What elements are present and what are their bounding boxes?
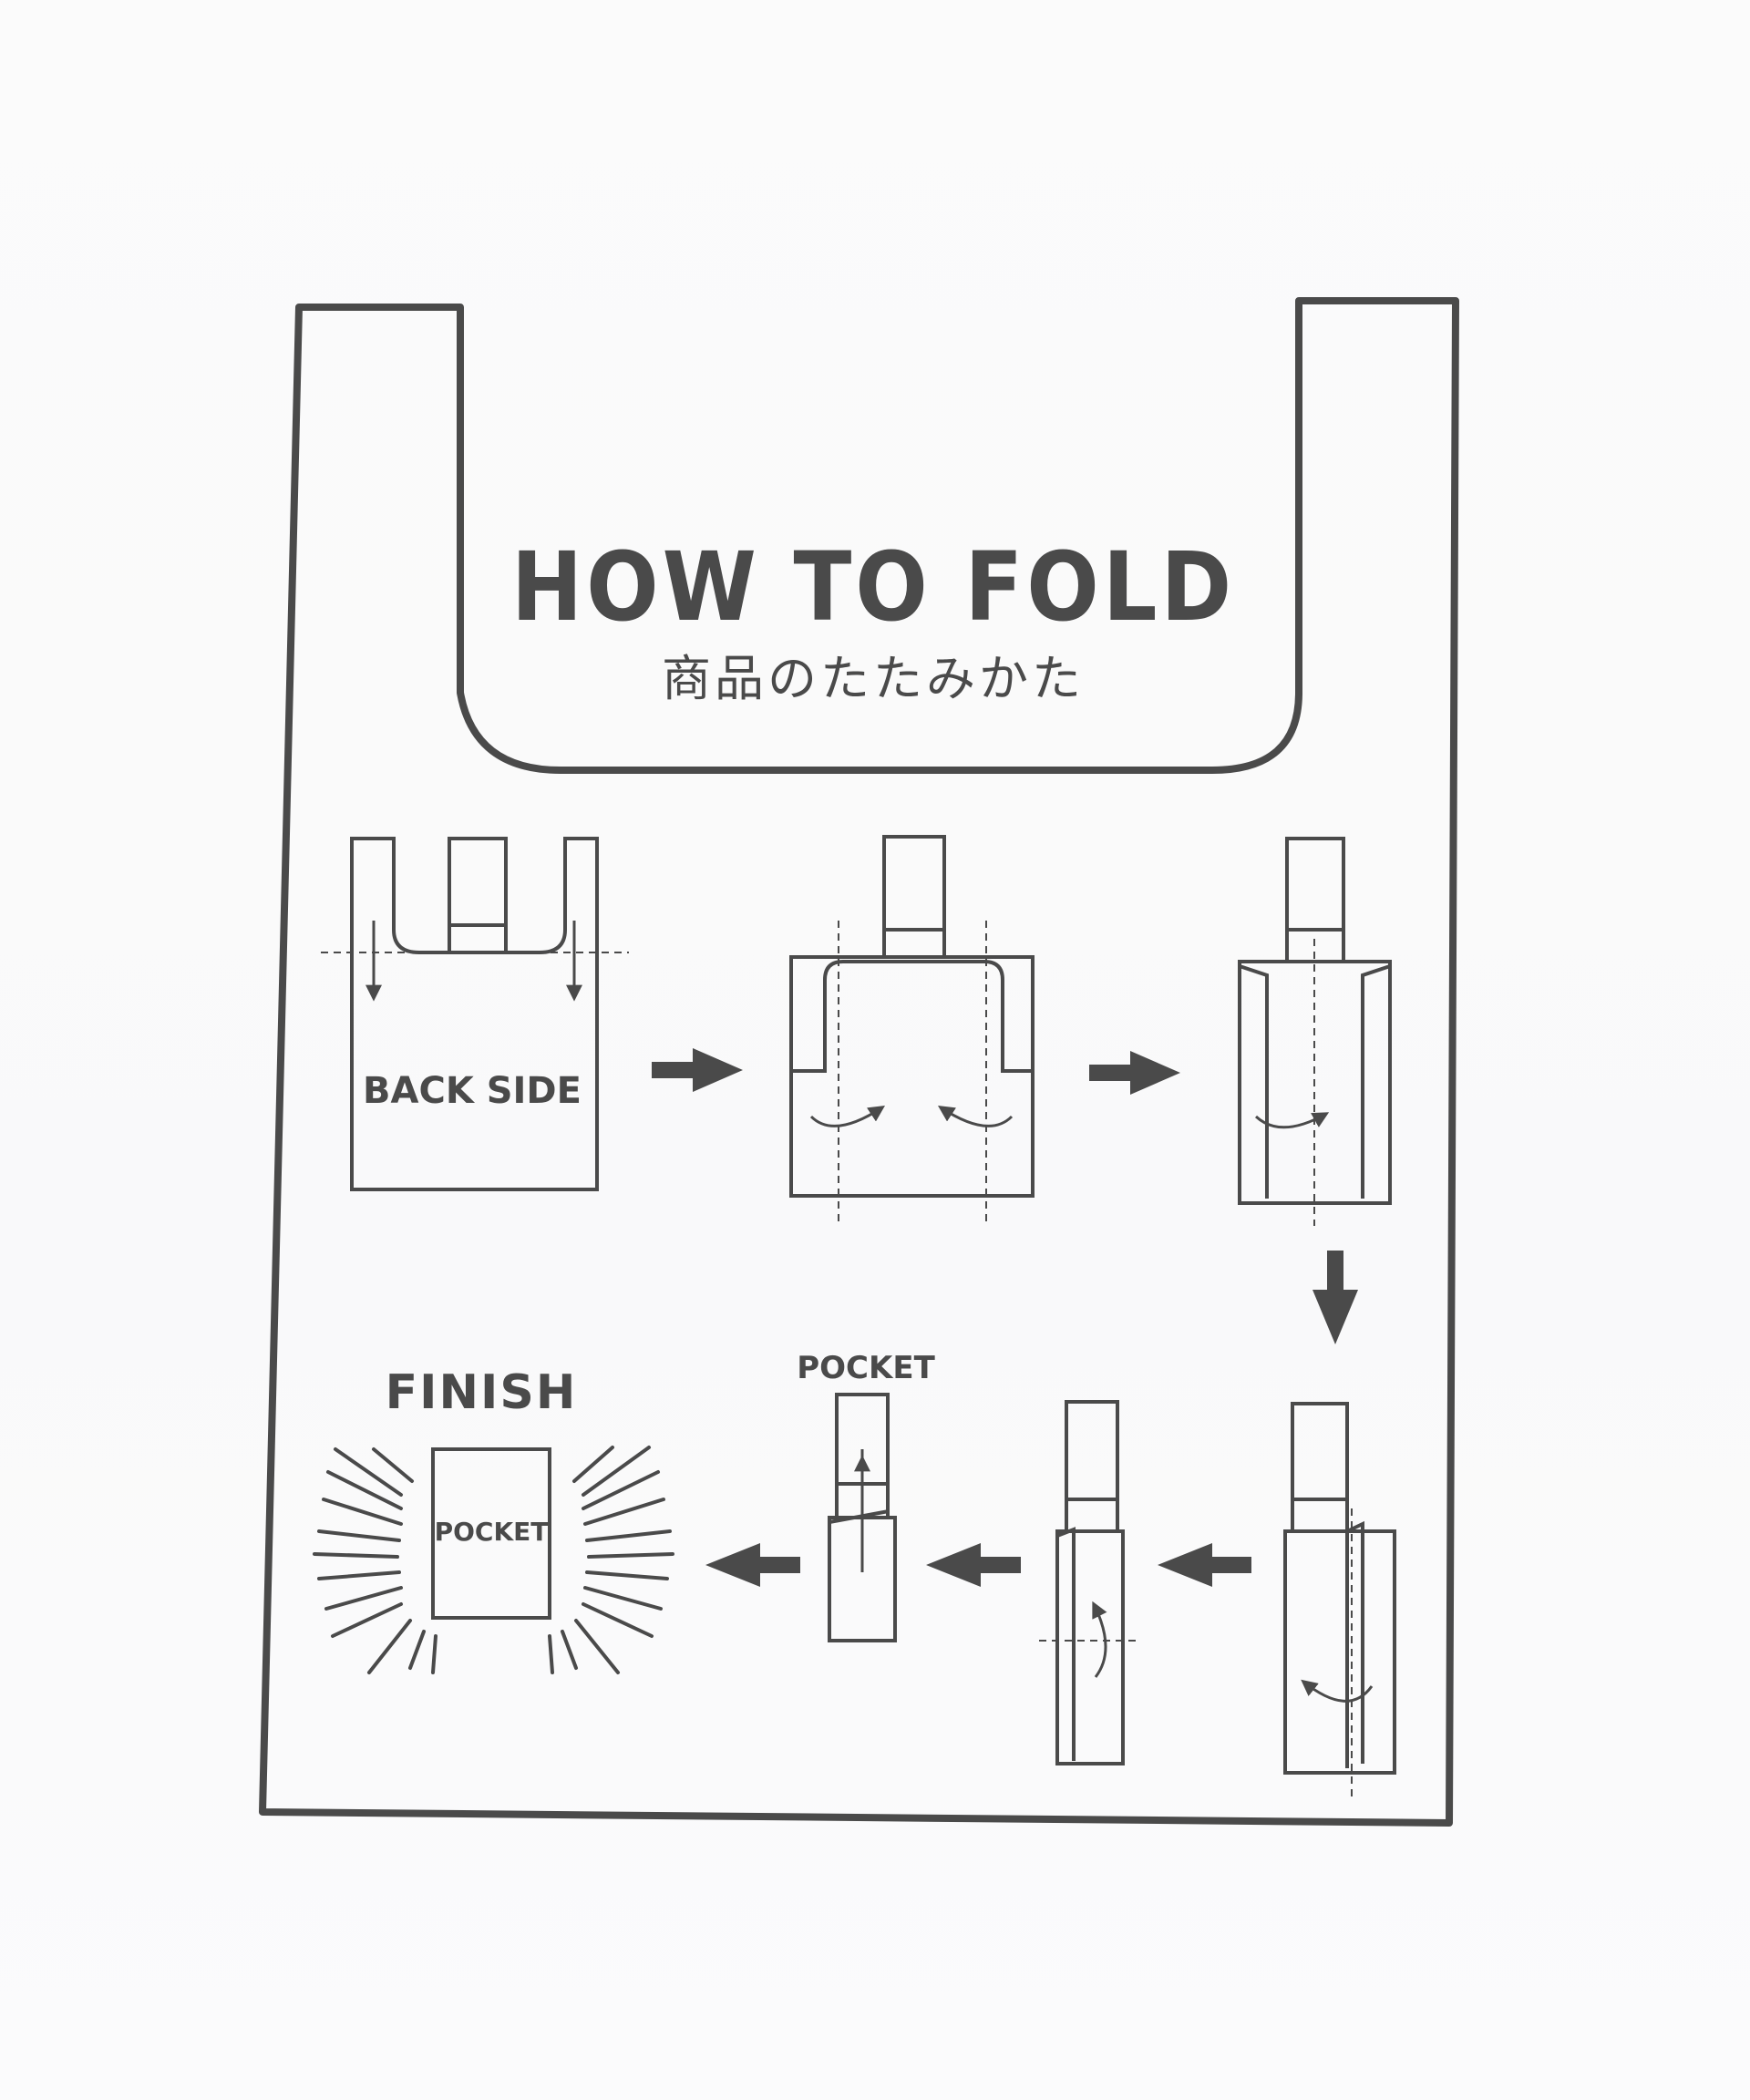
page-title: HOW TO FOLD bbox=[511, 531, 1235, 643]
finish-pocket-label: POCKET bbox=[435, 1517, 549, 1547]
finish-burst-lines bbox=[313, 1446, 674, 1674]
arrow-right-2 bbox=[1089, 1051, 1180, 1095]
arrow-down bbox=[1312, 1251, 1358, 1344]
arrow-left-3 bbox=[705, 1543, 800, 1587]
page-subtitle: 商品のたたみかた bbox=[662, 650, 1085, 707]
arrow-left-2 bbox=[926, 1543, 1021, 1587]
pocket-label: POCKET bbox=[797, 1350, 935, 1386]
step-3-sides-folded bbox=[1238, 837, 1392, 1226]
step-2-handles-folded bbox=[789, 835, 1035, 1221]
finish-pocket bbox=[431, 1447, 551, 1620]
step-1-bag-back-side bbox=[321, 837, 629, 1191]
step-4-half-fold bbox=[1283, 1402, 1396, 1800]
bag-outline bbox=[259, 297, 1459, 1827]
step-5-rolled bbox=[1039, 1400, 1141, 1765]
step-6-pocket bbox=[828, 1393, 897, 1642]
finish-label: FINISH bbox=[386, 1365, 578, 1420]
arrow-left-1 bbox=[1158, 1543, 1251, 1587]
back-side-label: BACK SIDE bbox=[363, 1070, 582, 1112]
arrow-right-1 bbox=[652, 1048, 743, 1092]
